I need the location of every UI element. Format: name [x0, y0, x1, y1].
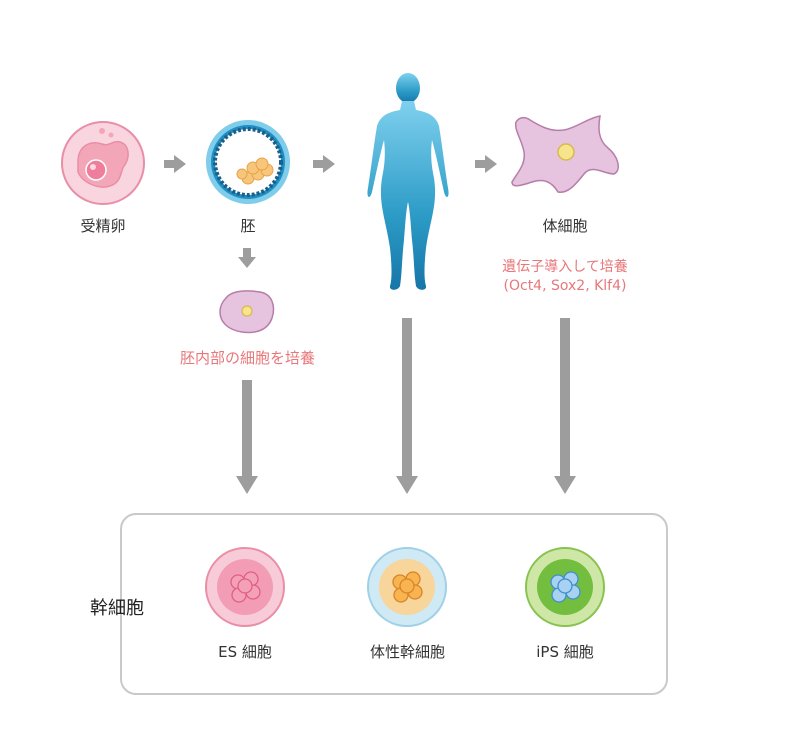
inner-cell-icon — [219, 290, 275, 334]
es-cell-icon — [205, 547, 285, 627]
fertilized-egg-label: 受精卵 — [80, 217, 126, 235]
embryo-label: 胚 — [240, 217, 256, 235]
es-cell-label: ES 細胞 — [218, 643, 272, 661]
stem-cell-group — [120, 513, 668, 695]
stem-cell-group-title: 幹細胞 — [90, 598, 144, 619]
somatic-stem-cell-icon — [367, 547, 447, 627]
arrow-right-icon — [164, 155, 186, 173]
es-culture-note: 胚内部の細胞を培養 — [179, 349, 315, 367]
ips-cell-icon — [525, 547, 605, 627]
ips-gene-note: 遺伝子導入して培養 — [502, 259, 628, 275]
arrow-down-long-icon — [554, 318, 576, 494]
embryo-icon — [206, 120, 290, 204]
ips-factors-note: (Oct4, Sox2, Klf4) — [503, 278, 627, 294]
somatic-stem-cell-label: 体性幹細胞 — [369, 643, 445, 661]
somatic-cell-icon — [511, 115, 619, 193]
arrow-down-long-icon — [396, 318, 418, 494]
ips-cell-label: iPS 細胞 — [536, 643, 594, 661]
arrow-right-icon — [313, 155, 335, 173]
arrow-down-long-icon — [236, 380, 258, 494]
human-body-icon — [367, 73, 449, 290]
arrow-right-icon — [475, 155, 497, 173]
arrow-down-icon — [238, 248, 256, 268]
fertilized-egg-icon — [61, 121, 145, 205]
somatic-cell-label: 体細胞 — [542, 217, 588, 235]
